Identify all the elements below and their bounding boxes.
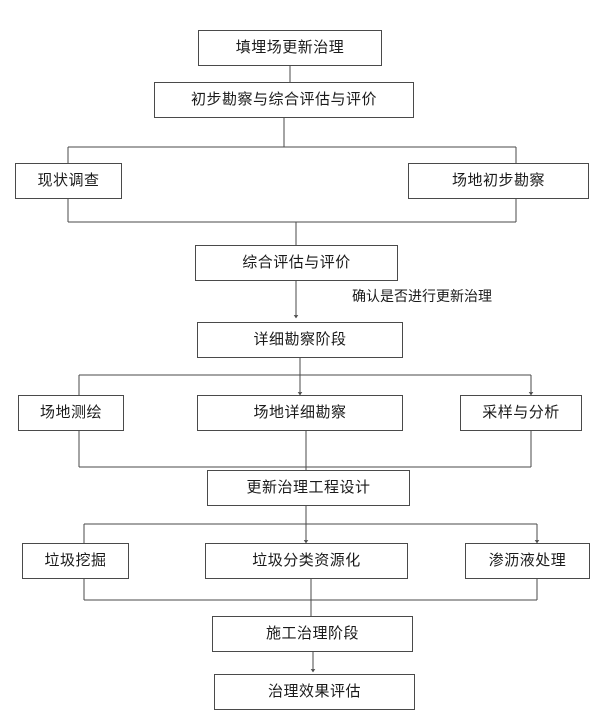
node-renewal-remediation-engineering-design[interactable]: 更新治理工程设计 (207, 470, 410, 506)
node-landfill-renewal-remediation[interactable]: 填埋场更新治理 (198, 30, 382, 66)
node-site-preliminary-survey[interactable]: 场地初步勘察 (408, 163, 589, 199)
node-waste-sorting-resource-recovery[interactable]: 垃圾分类资源化 (205, 543, 408, 579)
node-sampling-and-analysis[interactable]: 采样与分析 (460, 395, 582, 431)
node-site-detailed-survey[interactable]: 场地详细勘察 (197, 395, 403, 431)
node-site-mapping[interactable]: 场地测绘 (18, 395, 124, 431)
node-leachate-treatment[interactable]: 渗沥液处理 (465, 543, 590, 579)
node-waste-excavation[interactable]: 垃圾挖掘 (22, 543, 129, 579)
node-remediation-effect-evaluation[interactable]: 治理效果评估 (214, 674, 415, 710)
annotation-confirm-renewal-decision: 确认是否进行更新治理 (352, 290, 492, 305)
node-preliminary-survey-and-assessment[interactable]: 初步勘察与综合评估与评价 (154, 82, 414, 118)
node-comprehensive-assessment[interactable]: 综合评估与评价 (195, 245, 398, 281)
node-detailed-survey-stage[interactable]: 详细勘察阶段 (197, 322, 403, 358)
node-current-status-investigation[interactable]: 现状调查 (15, 163, 122, 199)
node-construction-remediation-stage[interactable]: 施工治理阶段 (212, 616, 413, 652)
